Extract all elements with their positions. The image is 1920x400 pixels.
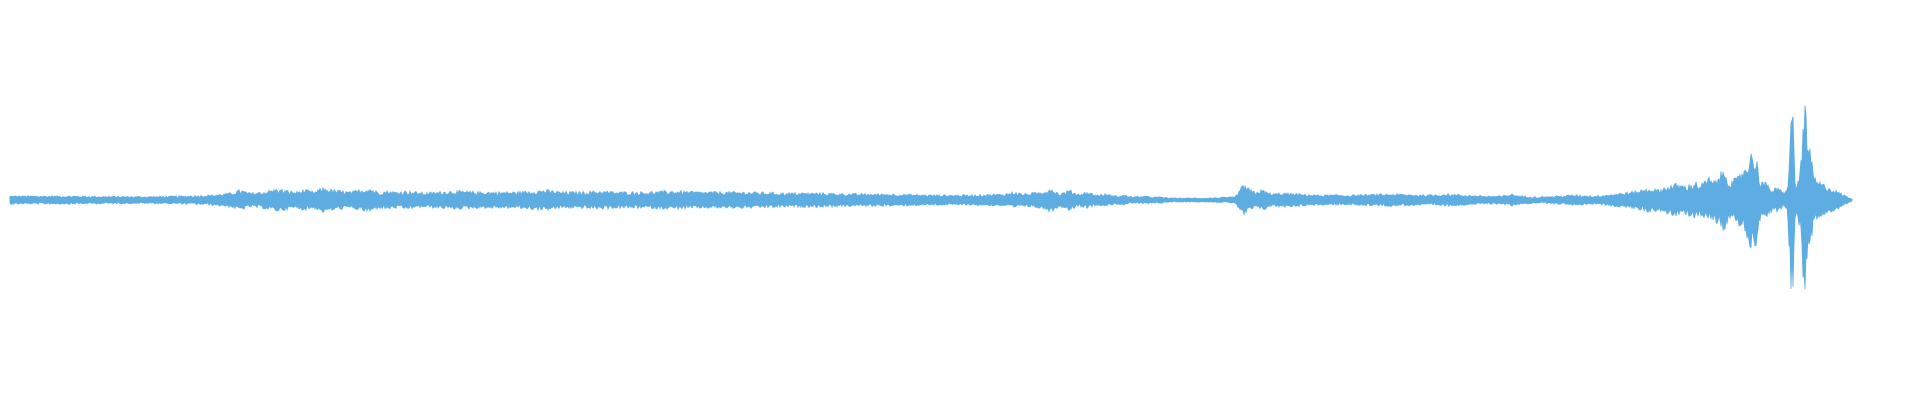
waveform-plot-area bbox=[9, 105, 1853, 290]
waveform-envelope bbox=[9, 105, 1853, 290]
